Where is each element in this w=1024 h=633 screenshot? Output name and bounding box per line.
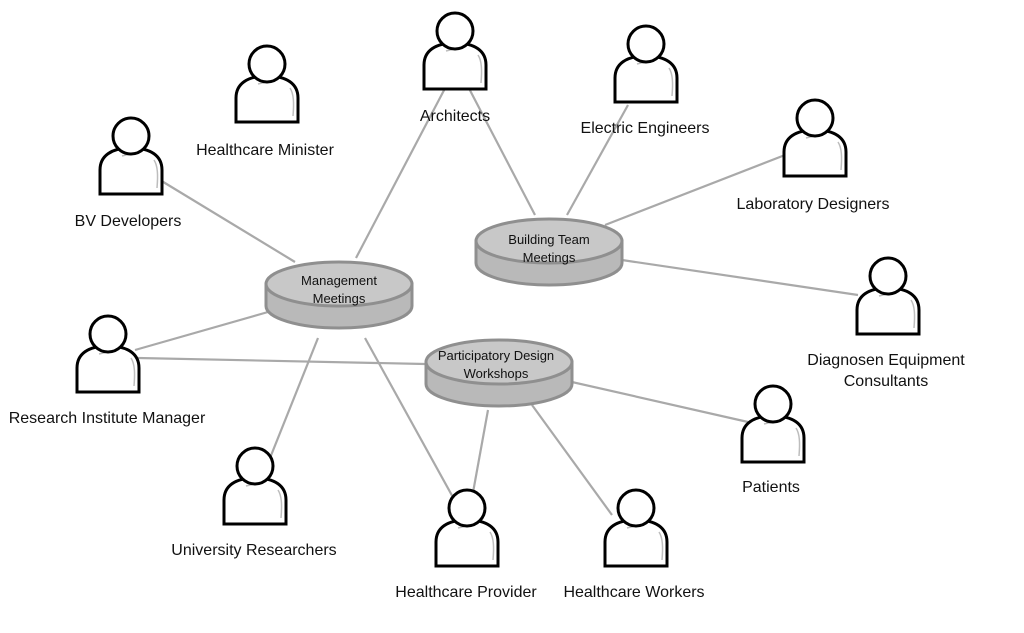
label-laboratory-designers: Laboratory Designers: [737, 196, 890, 213]
label-architects: Architects: [420, 108, 490, 125]
label-healthcare-workers: Healthcare Workers: [563, 584, 704, 601]
label-diagnosen-line2: Consultants: [844, 373, 929, 390]
edge-building-architects: [461, 74, 536, 216]
label-healthcare-minister: Healthcare Minister: [196, 142, 335, 159]
hub-label-workshops-line2: Workshops: [464, 366, 529, 381]
label-diagnosen-line1: Diagnosen Equipment: [807, 352, 965, 369]
edge-mgmt-architects: [355, 74, 453, 259]
hub-label-workshops: Participatory Design Workshops: [438, 348, 554, 381]
person-icon-laboratory-designers: [782, 98, 848, 178]
person-icon-healthcare-workers: [603, 488, 669, 568]
connection-lines: [134, 74, 859, 521]
hub-label-building-line2: Meetings: [523, 250, 576, 265]
edge-building-electric: [566, 104, 629, 216]
hub-label-management-line2: Meetings: [313, 291, 366, 306]
person-icon-bv-developers: [98, 116, 164, 196]
label-bv-developers: BV Developers: [75, 213, 182, 230]
edge-workshops-research: [137, 356, 426, 366]
edge-workshops-patients: [571, 380, 749, 424]
edge-building-diagnosen: [621, 258, 859, 297]
person-icon-diagnosen-consultants: [855, 256, 921, 336]
label-electric-engineers: Electric Engineers: [581, 120, 710, 137]
edge-workshops-workers: [531, 404, 613, 516]
edge-building-lab: [604, 153, 786, 227]
hub-label-building: Building Team Meetings: [508, 232, 589, 265]
person-icon-research-institute-manager: [75, 314, 141, 394]
person-icon-architects: [422, 11, 488, 91]
hub-label-management-line1: Management: [301, 273, 377, 288]
person-icon-healthcare-minister: [234, 44, 300, 124]
edge-mgmt-provider: [364, 337, 461, 511]
person-icon-healthcare-provider: [434, 488, 500, 568]
label-healthcare-provider: Healthcare Provider: [395, 584, 537, 601]
person-icon-university-researchers: [222, 446, 288, 526]
label-patients: Patients: [742, 479, 800, 496]
hub-label-building-line1: Building Team: [508, 232, 589, 247]
label-university-researchers: University Researchers: [171, 542, 336, 559]
hub-label-management: Management Meetings: [301, 273, 377, 306]
hub-label-workshops-line1: Participatory Design: [438, 348, 554, 363]
edge-mgmt-research: [134, 310, 269, 352]
person-icon-patients: [740, 384, 806, 464]
label-research-institute-manager: Research Institute Manager: [9, 410, 206, 427]
person-icon-electric-engineers: [613, 24, 679, 104]
edge-mgmt-bv: [159, 179, 296, 263]
